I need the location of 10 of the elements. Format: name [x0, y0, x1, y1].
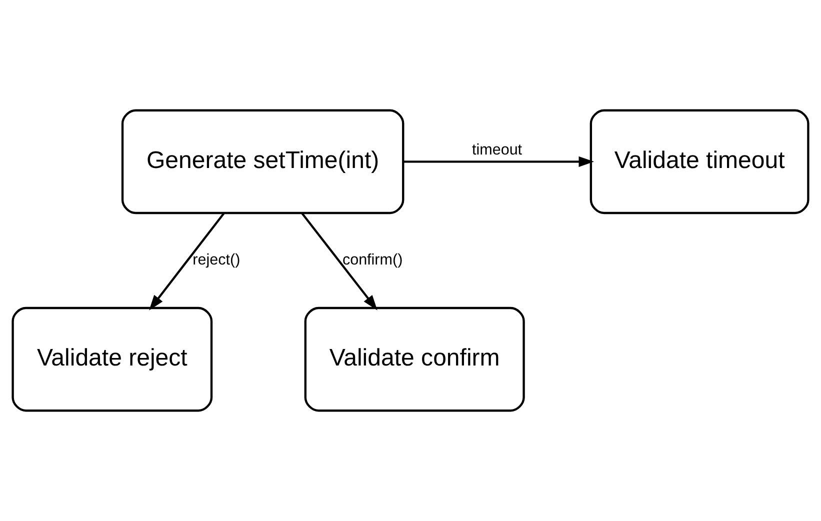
- node-box: Validate timeout: [590, 109, 810, 214]
- node-box: Validate reject: [12, 306, 213, 412]
- edge-label: timeout: [472, 141, 522, 158]
- edge-label: reject(): [192, 252, 240, 269]
- arrow: [149, 212, 225, 310]
- edge-label: confirm(): [342, 252, 403, 269]
- node-box: Generate setTime(int): [121, 109, 404, 214]
- arrow: [301, 212, 378, 310]
- arrow: [403, 156, 594, 168]
- node-box: Validate confirm: [304, 306, 525, 412]
